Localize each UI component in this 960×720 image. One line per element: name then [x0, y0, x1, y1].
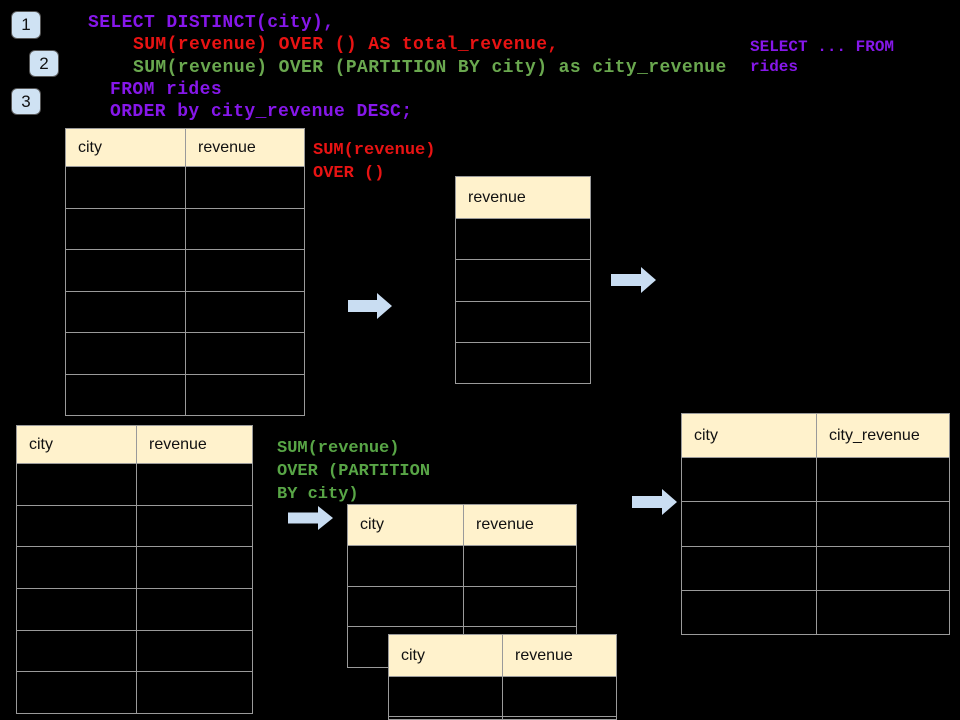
table-row — [456, 260, 590, 302]
sql-line-total-revenue: SUM(revenue) OVER () AS total_revenue, — [133, 35, 559, 55]
table-row — [682, 458, 949, 503]
side-note-select-from: SELECT ... FROM — [750, 38, 895, 56]
sql-line-order-by: ORDER by city_revenue DESC; — [110, 102, 413, 122]
table-row — [456, 302, 590, 343]
table-row — [66, 250, 304, 292]
table-source-top: city revenue — [65, 128, 305, 416]
table-row — [456, 343, 590, 383]
table-row — [66, 167, 304, 209]
column-header-revenue: revenue — [198, 138, 256, 156]
annotation-total-line1: SUM(revenue) — [313, 141, 436, 160]
table-partition-overlay: city revenue — [388, 634, 617, 720]
table-row — [389, 677, 616, 717]
table-row — [17, 589, 252, 631]
column-header-city: city — [17, 426, 137, 463]
table-row — [682, 590, 949, 634]
step-badge-2: 2 — [29, 50, 59, 77]
annotation-total-line2: OVER () — [313, 164, 385, 183]
sql-line-select: SELECT DISTINCT(city), — [88, 13, 335, 33]
arrow-right-icon — [632, 489, 677, 515]
side-note-rides: rides — [750, 58, 799, 76]
table-row — [17, 464, 252, 506]
table-row — [389, 717, 616, 719]
table-row — [17, 630, 252, 673]
column-header-city-revenue: city_revenue — [829, 426, 920, 444]
column-header-revenue: revenue — [149, 435, 207, 453]
table-row — [17, 672, 252, 714]
table-result: city city_revenue — [681, 413, 950, 635]
column-header-revenue: revenue — [468, 188, 526, 206]
column-header-city: city — [348, 505, 464, 545]
annotation-partition-line2: OVER (PARTITION — [277, 462, 431, 481]
table-row — [682, 502, 949, 547]
sql-line-city-revenue: SUM(revenue) OVER (PARTITION BY city) as… — [133, 58, 727, 78]
table-revenue-only: revenue — [455, 176, 591, 384]
table-row — [17, 547, 252, 590]
arrow-right-icon — [611, 267, 656, 293]
arrow-right-icon — [348, 293, 392, 319]
table-row — [456, 219, 590, 261]
annotation-partition-line1: SUM(revenue) — [277, 439, 400, 458]
sql-line-from: FROM rides — [110, 80, 223, 100]
table-row — [66, 333, 304, 375]
arrow-right-icon — [288, 506, 333, 530]
table-source-bottom: city revenue — [16, 425, 253, 714]
table-row — [17, 505, 252, 548]
table-partition-mid: city revenue — [347, 504, 577, 668]
step-badge-1: 1 — [11, 11, 41, 39]
table-row — [66, 208, 304, 250]
table-row — [348, 586, 576, 628]
table-row — [66, 291, 304, 333]
annotation-partition-line3: BY city) — [277, 485, 359, 504]
column-header-city: city — [389, 635, 503, 676]
column-header-city: city — [66, 129, 186, 166]
column-header-revenue: revenue — [476, 516, 534, 533]
column-header-revenue: revenue — [515, 646, 573, 664]
column-header-city: city — [682, 414, 817, 457]
table-row — [66, 374, 304, 415]
step-badge-3: 3 — [11, 88, 41, 115]
table-row — [348, 546, 576, 587]
table-row — [682, 546, 949, 591]
